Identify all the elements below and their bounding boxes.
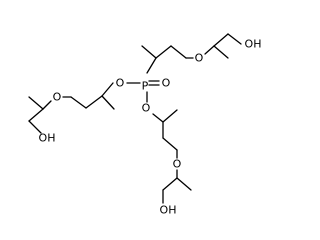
atom-labels: P O O O O O O OH OH OH <box>39 38 262 217</box>
hydroxyl-top-label: OH <box>245 38 262 51</box>
bond-c4-c5 <box>213 33 229 47</box>
chemical-structure-diagram: P O O O O O O OH OH OH <box>28 33 262 217</box>
hydroxyl-left-label: OH <box>39 132 56 145</box>
bond-c4-methyl <box>213 45 229 59</box>
bond-c5-oh-top <box>227 33 242 45</box>
bond-c11-methyl <box>162 109 178 123</box>
bond-o-left-c9 <box>42 100 52 110</box>
bond-p-c1 <box>146 57 157 74</box>
bond-lines <box>28 33 242 204</box>
bond-c12-c13 <box>162 137 178 151</box>
bond-c2-c3 <box>170 45 187 59</box>
phosphorus-label: P <box>142 80 149 93</box>
ether-oxygen-top-label: O <box>195 52 204 65</box>
bond-c7-c8 <box>70 96 87 109</box>
phosphoryl-oxygen-label: O <box>162 77 171 90</box>
bond-o-top-c4 <box>204 45 215 55</box>
ester-oxygen-lower-label: O <box>142 102 151 115</box>
bond-c6-c7 <box>85 95 103 109</box>
ether-oxygen-left-label: O <box>53 91 62 104</box>
bond-c9-c10 <box>28 108 44 122</box>
hydroxyl-bottom-label: OH <box>160 204 177 217</box>
bond-c14-methyl <box>176 177 192 191</box>
ester-oxygen-upper-label: O <box>116 77 125 90</box>
bond-c6-methyl <box>101 95 115 110</box>
bond-c1-c2 <box>155 45 172 59</box>
bond-c14-c15 <box>162 177 178 191</box>
bond-o-ester-left-c6 <box>101 82 114 97</box>
bond-c1-methyl <box>141 45 157 59</box>
bond-c9-methyl <box>28 96 44 110</box>
bond-c10-oh-left <box>28 120 42 134</box>
ether-oxygen-bottom-label: O <box>173 158 182 171</box>
bond-o-ester-lower-c11 <box>152 113 164 123</box>
